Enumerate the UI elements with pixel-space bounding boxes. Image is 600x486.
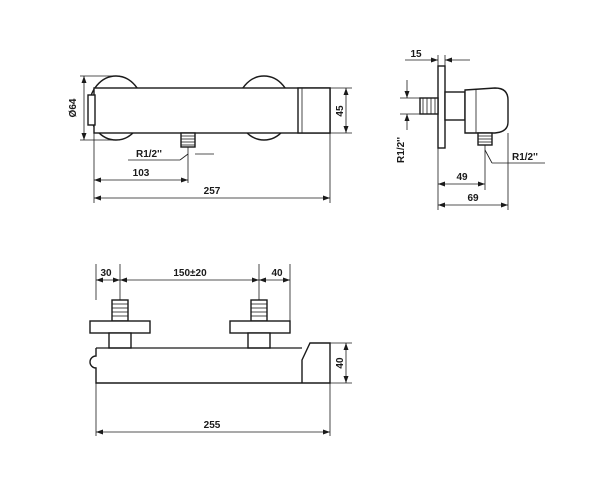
right-flange-plate <box>229 320 291 334</box>
side-connector <box>444 91 466 121</box>
top-right-offset-label: 40 <box>271 268 283 279</box>
front-view: Ø64 45 R1/2'' 103 257 <box>68 75 352 203</box>
front-diameter-label: Ø64 <box>68 98 79 117</box>
left-flange-plate <box>89 320 151 334</box>
side-thread-right-label: R1/2'' <box>512 152 538 163</box>
side-outlet-thread <box>477 132 493 146</box>
side-wall-thread <box>419 97 439 115</box>
right-inlet-thread <box>250 299 268 322</box>
right-connector-stem <box>247 332 271 349</box>
top-height-label: 40 <box>335 357 346 369</box>
left-inlet-thread <box>111 299 129 322</box>
side-thread-left-label: R1/2'' <box>396 137 407 163</box>
front-inlet-offset-label: 103 <box>133 168 150 179</box>
side-wall-depth-label: 15 <box>410 49 422 60</box>
side-wall-flange <box>437 65 446 149</box>
top-overall-length-label: 255 <box>204 420 221 431</box>
outlet-thread <box>180 132 196 148</box>
top-valve-body <box>89 342 331 384</box>
front-thread-label: R1/2'' <box>136 149 162 160</box>
top-left-offset-label: 30 <box>100 268 112 279</box>
side-view: 15 R1/2'' R1/2'' 49 69 <box>396 49 545 210</box>
side-body-profile <box>464 87 509 134</box>
top-view: 30 150±20 40 40 255 <box>89 264 352 436</box>
side-inlet-depth-label: 49 <box>456 172 468 183</box>
thermostatic-handle <box>297 87 331 134</box>
valve-body <box>93 87 331 134</box>
front-height-label: 45 <box>335 105 346 117</box>
front-overall-length-label: 257 <box>204 186 221 197</box>
left-connector-stem <box>108 332 132 349</box>
top-center-distance-label: 150±20 <box>173 268 207 279</box>
side-overall-depth-label: 69 <box>467 193 479 204</box>
left-end-cap <box>87 94 96 126</box>
